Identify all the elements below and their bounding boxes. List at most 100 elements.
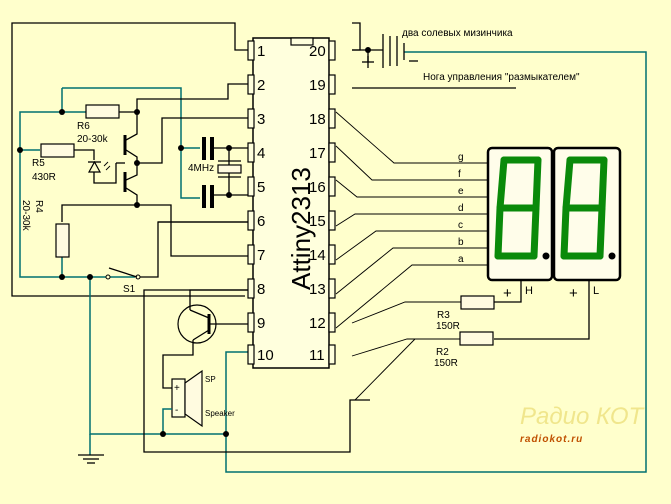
pin-number: 14 — [309, 247, 326, 264]
segment — [596, 204, 606, 260]
speaker-plus: + — [174, 383, 180, 394]
decimal-point — [608, 252, 616, 260]
wire-pin1-loop — [11, 22, 248, 297]
watermark-url: radiokot.ru — [520, 434, 583, 445]
wire-anode-h — [494, 281, 522, 303]
r3-value: 150R — [436, 321, 460, 332]
chip-pin-4: 4 — [247, 142, 265, 163]
wire-segment-g — [335, 111, 488, 164]
wire-segment-d — [335, 213, 488, 227]
r4-value: 20-30k — [20, 200, 31, 232]
wire-pin8b — [189, 289, 248, 300]
resistor-r5 — [40, 143, 75, 158]
r2-value: 150R — [434, 358, 458, 369]
capacitor-c1 — [202, 137, 214, 160]
chip-pin-18: 18 — [309, 108, 336, 129]
battery-label: два солевых мизинчика — [402, 28, 513, 39]
wire-segment-e — [335, 179, 488, 198]
resistor-r2 — [459, 331, 494, 346]
pin-number: 20 — [309, 43, 326, 60]
photodiode-icon — [87, 160, 111, 173]
wire-segment-f — [335, 145, 488, 181]
pin-number: 7 — [257, 247, 265, 264]
ground-icon — [78, 454, 104, 464]
wire-pin6 — [61, 204, 248, 257]
pin-number: 17 — [309, 145, 326, 162]
attiny2313-chip — [252, 37, 330, 369]
chip-pin-3: 3 — [247, 108, 265, 129]
wire-pin10-r2 — [354, 338, 416, 401]
transistor-q2 — [123, 163, 138, 205]
watermark-title: Радио КОТ — [520, 403, 646, 430]
r5-name: R5 — [32, 158, 45, 169]
pin-number: 1 — [257, 43, 265, 60]
chip-pin-19: 19 — [309, 74, 336, 95]
chip-pin-10: 10 — [247, 344, 274, 365]
wire-segment-c — [335, 230, 488, 261]
chip-pin-2: 2 — [247, 74, 265, 95]
transistor-q1 — [123, 112, 138, 163]
pin-number: 16 — [309, 179, 326, 196]
pin-number: 8 — [257, 281, 265, 298]
segment-label-b: b — [458, 237, 464, 248]
capacitor-c2 — [202, 185, 214, 208]
digit-l-label: L — [593, 285, 599, 297]
pin-number: 15 — [309, 213, 326, 230]
segment-label-d: d — [458, 203, 464, 214]
digit-h-label: H — [525, 285, 533, 297]
segment — [530, 204, 540, 260]
pin-number: 2 — [257, 77, 265, 94]
segment — [494, 204, 504, 260]
wire-pin8 — [143, 289, 370, 453]
chip-pin-11: 11 — [309, 344, 336, 365]
speaker-icon — [171, 369, 203, 428]
chip-pin-20: 20 — [309, 40, 336, 61]
wire-pin20-vcc — [352, 22, 361, 51]
pin-number: 12 — [309, 315, 326, 332]
segment-label-c: c — [458, 220, 463, 231]
segment — [532, 156, 542, 212]
wire-segment-a — [335, 264, 488, 329]
crystal-label: 4MHz — [188, 163, 214, 174]
pin-number: 13 — [309, 281, 326, 298]
chip-pin-1: 1 — [247, 40, 265, 61]
crystal-4mhz — [217, 160, 242, 178]
transistor-q3 — [177, 300, 217, 344]
wire-segment-b — [335, 247, 488, 295]
speaker-type: Speaker — [205, 409, 235, 418]
chip-pin-6: 6 — [247, 210, 265, 231]
chip-pin-13: 13 — [309, 278, 336, 299]
chip-pin-5: 5 — [247, 176, 265, 197]
digit-low — [560, 156, 616, 260]
segment — [598, 156, 608, 212]
chip-pin-9: 9 — [247, 312, 265, 333]
resistor-r4 — [55, 223, 70, 258]
wire-pin7 — [140, 221, 248, 278]
display-plus-l: + — [569, 285, 578, 302]
segment — [496, 156, 508, 212]
speaker-name: SP — [205, 375, 216, 384]
chip-pin-8: 8 — [247, 278, 265, 299]
r4-name: R4 — [33, 200, 44, 213]
r3-name: R3 — [437, 310, 450, 321]
r6-name: R6 — [77, 121, 90, 132]
pin-number: 18 — [309, 111, 326, 128]
chip-pin-14: 14 — [309, 244, 336, 265]
pin-number: 3 — [257, 111, 265, 128]
speaker-minus: - — [175, 405, 178, 416]
pin-number: 11 — [309, 347, 325, 364]
wire-pin2 — [136, 83, 248, 112]
pin-number: 6 — [257, 213, 265, 230]
r5-value: 430R — [32, 172, 56, 183]
wire-pin12 — [351, 301, 461, 324]
pin-number: 19 — [309, 77, 326, 94]
segment — [560, 204, 570, 260]
seven-segment-display — [486, 146, 622, 282]
chip-pin-16: 16 — [309, 176, 336, 197]
segment-label-g: g — [458, 152, 464, 163]
battery — [352, 34, 418, 68]
resistor-r3 — [460, 295, 495, 310]
resistor-r6 — [85, 104, 120, 119]
segment-label-a: a — [458, 254, 464, 265]
chip-pin-12: 12 — [309, 312, 336, 333]
